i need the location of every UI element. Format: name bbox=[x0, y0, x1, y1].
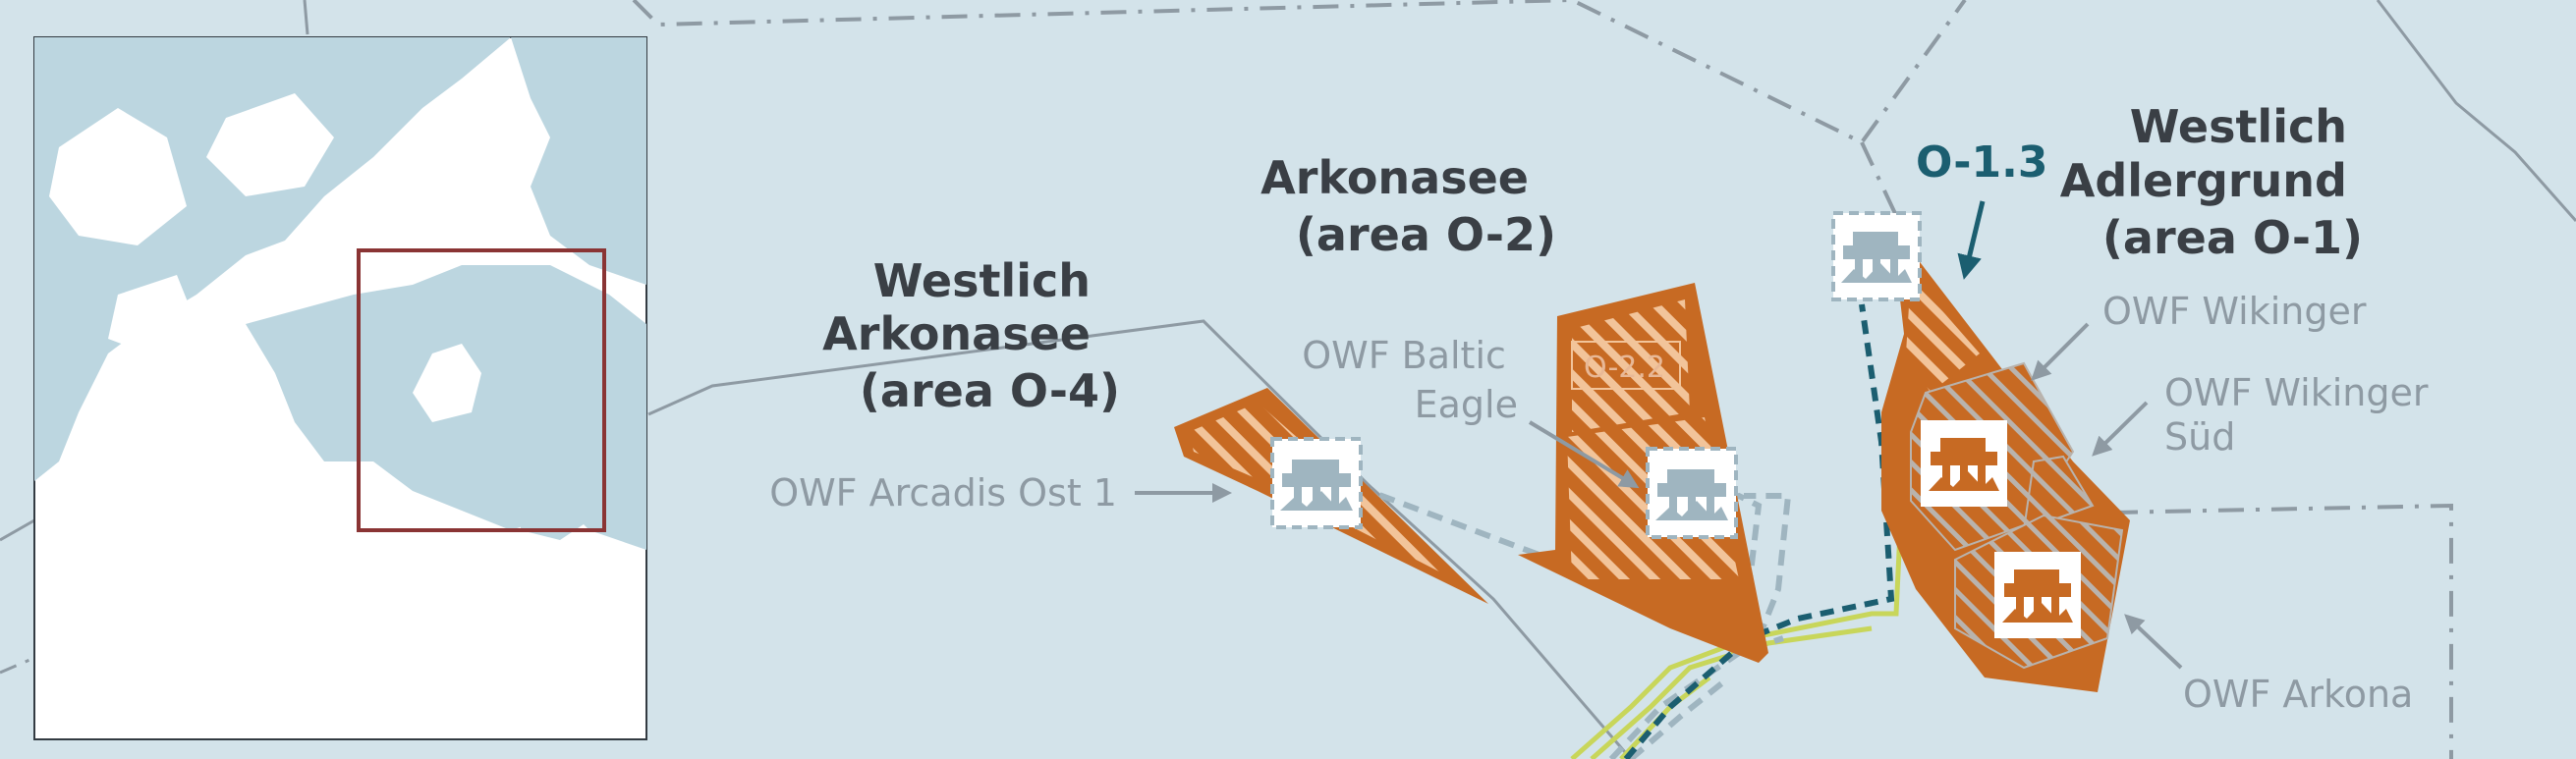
inset-overview-map bbox=[33, 36, 647, 740]
inset-extent-frame bbox=[357, 248, 606, 532]
offshore-platform-existing-icon bbox=[1921, 420, 2007, 507]
area-o2-title: Arkonasee (area O-2) bbox=[1260, 151, 1556, 261]
zone-o13-label: O-1.3 bbox=[1916, 137, 2047, 188]
owf-arcadis-label: OWF Arcadis Ost 1 bbox=[769, 471, 1117, 515]
pointer-arrow-icon bbox=[1135, 322, 2183, 670]
offshore-platform-planned-icon bbox=[1646, 447, 1738, 539]
owf-arkona-label: OWF Arkona bbox=[2183, 673, 2413, 716]
owf-wikinger-sud-label: OWF Wikinger Süd bbox=[2164, 371, 2440, 459]
offshore-platform-existing-icon bbox=[1994, 552, 2081, 638]
sub-area-o22-label: O-2.2 bbox=[1584, 351, 1665, 385]
offshore-platform-planned-icon bbox=[1831, 211, 1922, 301]
owf-wikinger-label: OWF Wikinger bbox=[2102, 290, 2367, 333]
area-o4-title: Westlich Arkonasee (area O-4) bbox=[822, 254, 1120, 417]
owf-baltic-eagle-label: OWF Baltic Eagle bbox=[1302, 334, 1518, 426]
area-o1-title: Westlich Adlergrund (area O-1) bbox=[2060, 100, 2363, 264]
pointer-arrow-icon bbox=[1957, 200, 1986, 280]
offshore-platform-planned-icon bbox=[1270, 437, 1363, 529]
